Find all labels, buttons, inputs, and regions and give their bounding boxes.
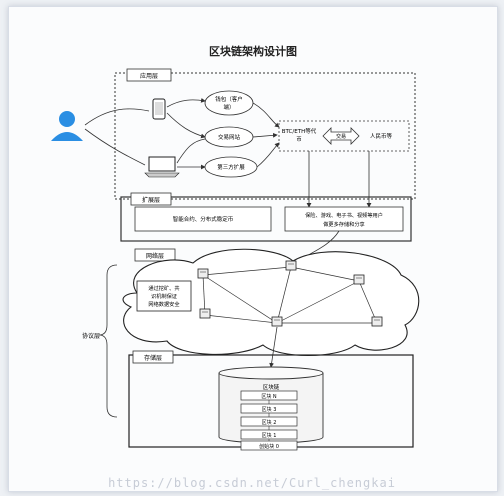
network-node-1	[197, 268, 209, 279]
application-layer-tag	[126, 68, 172, 82]
laptop-icon	[144, 156, 180, 178]
mining-note-box	[136, 280, 192, 312]
mining-note-2: 识机制保证	[151, 292, 177, 300]
storage-apps-label-1: 保险、游戏、电子书、视频等用户	[305, 211, 383, 219]
network-node-5	[271, 316, 283, 327]
application-layer-label: 应用层	[140, 72, 158, 80]
watermark-text: https://blog.csdn.net/Curl_chengkai	[108, 476, 396, 490]
mining-note-3: 网络数据安全	[148, 300, 180, 308]
thirdparty-to-token-line	[256, 142, 280, 168]
extension-layer-box	[120, 196, 412, 242]
blockchain-title: 区块链	[263, 383, 280, 391]
protocol-layer-label: 协议层	[82, 332, 100, 340]
exchange-site-label: 交易网站	[218, 133, 241, 141]
storage-layer-tag	[132, 350, 174, 364]
wallet-label-1: 钱包（客户	[215, 95, 243, 103]
network-to-storage-line	[269, 326, 278, 368]
block-list: 区块 N 区块 3 区块 2 区块 1 创始块 0	[240, 390, 298, 451]
laptop-to-exchange-line	[176, 138, 206, 164]
diagram-title: 区块链架构设计图	[209, 44, 297, 58]
network-node-3	[353, 274, 365, 285]
phone-to-exchange-line	[166, 112, 206, 139]
extension-layer-tag	[130, 192, 172, 206]
token-label-2: 币	[296, 136, 302, 143]
network-layer-label: 网络层	[146, 252, 164, 260]
architecture-diagram: 区块链架构设计图 应用层 钱包（客户 端） 交易网站 第三方扩展 BTC/ETH…	[51, 44, 420, 451]
wallet-label-2: 端）	[223, 103, 234, 111]
network-node-4	[199, 308, 211, 319]
network-node-6	[371, 316, 383, 327]
phone-to-wallet-line	[166, 97, 206, 108]
wallet-to-token-line	[252, 102, 280, 128]
block-1-label: 区块 1	[262, 432, 277, 439]
token-box	[278, 120, 410, 152]
network-node-2	[285, 260, 297, 271]
protocol-brace	[98, 264, 118, 418]
wallet-node	[204, 90, 254, 116]
token-label-1: BTC/ETH等代	[282, 127, 317, 135]
extension-layer-label: 扩展层	[142, 196, 160, 204]
smart-contract-box	[134, 206, 272, 232]
block-3-label: 区块 3	[262, 406, 277, 413]
genesis-block-label: 创始块 0	[259, 443, 279, 450]
network-layer-tag	[134, 248, 176, 262]
user-to-laptop-line	[84, 128, 146, 166]
block-2-label: 区块 2	[262, 419, 277, 426]
block-n-label: 区块 N	[261, 393, 277, 400]
diagram-frame: 区块链架构设计图 应用层 钱包（客户 端） 交易网站 第三方扩展 BTC/ETH…	[8, 6, 498, 492]
storage-apps-box	[284, 206, 404, 232]
exchange-arrow-label: 交易	[336, 133, 346, 140]
storage-layer-label: 存储层	[144, 354, 162, 362]
genesis-block	[240, 440, 298, 451]
exchange-double-arrow	[322, 127, 360, 145]
fiat-label: 人民币等	[370, 132, 393, 140]
exchange-to-token-line	[252, 132, 278, 138]
network-cloud	[122, 248, 420, 356]
mining-note-1: 通过挖矿、共	[148, 284, 179, 292]
third-party-label: 第三方扩展	[217, 163, 245, 171]
smart-contract-label: 智能合约、分布式稳定币	[173, 215, 234, 223]
user-to-phone-line	[84, 108, 150, 126]
application-layer-box	[114, 72, 416, 200]
network-edges	[202, 266, 378, 324]
storage-apps-label-2: 做更多存储和分享	[323, 220, 365, 228]
phone-icon	[152, 98, 166, 120]
user-icon	[51, 111, 83, 141]
